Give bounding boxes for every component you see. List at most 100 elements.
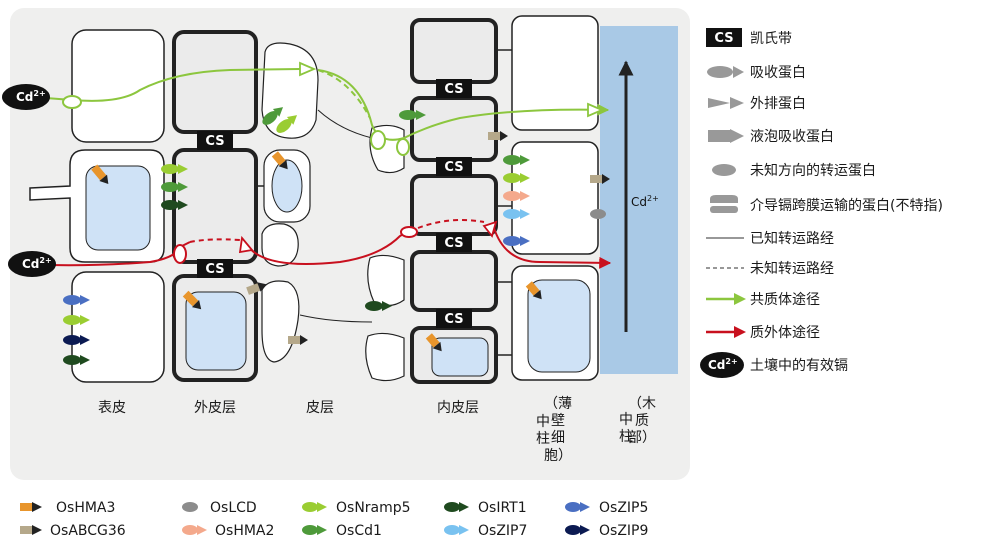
svg-text:壁: 壁 [551, 413, 565, 429]
endodermis-cell [410, 250, 498, 312]
svg-text:CS: CS [205, 262, 224, 277]
cortex-cell [261, 223, 299, 267]
transporters [63, 107, 610, 365]
legend-bottom: OsHMA3 OsLCD OsNramp5 OsIRT1 OsZIP5 OsAB… [20, 500, 648, 539]
cs-marker: CS [197, 131, 233, 150]
legend-cs: CS 凯氏带 [706, 28, 792, 47]
svg-text:细: 细 [551, 430, 565, 446]
svg-text:OsNramp5: OsNramp5 [336, 500, 411, 516]
legend-efflux: 外排蛋白 [708, 96, 806, 112]
oszip9-transporter-icon [63, 335, 90, 345]
legend-mediate: 介导镉跨膜运输的蛋白(不特指) [710, 195, 943, 214]
exodermis-cell [172, 30, 258, 134]
osabcg36-transporter-icon [288, 335, 308, 345]
legend-symplast: 共质体途径 [706, 291, 820, 308]
cortex-cell [367, 254, 405, 307]
svg-text:OsCd1: OsCd1 [336, 523, 382, 539]
legend-known-path: 已知转运路经 [706, 230, 834, 247]
legend-apoplast: 质外体途径 [706, 324, 820, 341]
svg-text:Cd2+: Cd2+ [16, 89, 46, 104]
svg-text:共质体途径: 共质体途径 [750, 291, 820, 308]
soil-cd-badge: Cd2+ [2, 84, 50, 110]
oshma3-transporter-icon [525, 281, 542, 300]
osnramp5-transporter-icon [503, 173, 530, 183]
legend-oszip9: OsZIP9 [565, 523, 648, 539]
osnramp5-transporter-icon [276, 115, 298, 133]
svg-text:OsZIP7: OsZIP7 [478, 523, 527, 539]
oszip5-transporter-icon [63, 295, 90, 305]
cortex-wall-line [317, 109, 373, 139]
legend-influx: 吸收蛋白 [707, 65, 806, 81]
legend-right: CS 凯氏带 吸收蛋白 外排蛋白 液泡吸收蛋白 未知方向的转运蛋白 介导镉跨膜运… [700, 28, 943, 378]
svg-text:胞）: 胞） [544, 448, 572, 464]
svg-text:CS: CS [444, 160, 463, 175]
svg-text:OsABCG36: OsABCG36 [50, 523, 126, 539]
svg-text:内皮层: 内皮层 [437, 400, 479, 416]
svg-text:（木: （木 [628, 396, 656, 412]
osabcg36-transporter-icon [488, 131, 508, 141]
legend-oshma3: OsHMA3 [20, 500, 115, 516]
osirt1-transporter-icon [161, 200, 188, 210]
svg-text:凯氏带: 凯氏带 [750, 31, 792, 47]
parenchyma-vacuole [527, 279, 591, 373]
osnramp5-transporter-icon [63, 315, 90, 325]
svg-text:CS: CS [444, 312, 463, 327]
oshma2-transporter-icon [503, 191, 530, 201]
legend-osirt1: OsIRT1 [444, 500, 527, 516]
xylem-cd-label: Cd2+ [631, 194, 659, 209]
svg-text:柱: 柱 [536, 431, 550, 447]
apoplast-pathway [47, 219, 612, 269]
svg-text:外皮层: 外皮层 [194, 400, 236, 416]
svg-text:表皮: 表皮 [98, 400, 126, 416]
cs-marker: CS [197, 259, 233, 278]
tissue-labels: 表皮 外皮层 皮层 内皮层 （薄 壁 中 柱 细 胞） （木 质 中 柱 部） [98, 396, 656, 464]
endodermis-vacuole [431, 337, 489, 377]
oscd1-transporter-icon [161, 182, 188, 192]
oscd1-transporter-icon [399, 110, 426, 120]
epidermis-label: 表皮 [98, 400, 126, 416]
cs-marker: CS [436, 79, 472, 98]
epidermis-cell [71, 271, 165, 383]
epidermis-vacuole [85, 165, 151, 251]
svg-text:CS: CS [205, 134, 224, 149]
svg-text:质外体途径: 质外体途径 [750, 324, 820, 341]
legend-unknown-path: 未知转运路经 [706, 260, 834, 277]
osabcg36-transporter-icon [246, 282, 267, 295]
casparian-strips: CS CS CS CS CS CS [197, 79, 472, 328]
symplast-pathway [45, 61, 610, 156]
svg-text:柱: 柱 [619, 429, 633, 445]
svg-text:未知转运路经: 未知转运路经 [750, 260, 834, 277]
legend-unknown-dir: 未知方向的转运蛋白 [712, 162, 876, 179]
svg-text:未知方向的转运蛋白: 未知方向的转运蛋白 [750, 162, 876, 179]
svg-text:质: 质 [635, 413, 649, 429]
legend-oscd1: OsCd1 [302, 523, 382, 539]
legend-oszip7: OsZIP7 [444, 523, 527, 539]
svg-text:中: 中 [619, 412, 633, 428]
svg-text:CS: CS [444, 82, 463, 97]
svg-text:液泡吸收蛋白: 液泡吸收蛋白 [750, 129, 834, 145]
legend-oszip5: OsZIP5 [565, 500, 648, 516]
svg-text:OsZIP9: OsZIP9 [599, 523, 648, 539]
oshma3-transporter-icon [91, 164, 109, 184]
svg-text:介导镉跨膜运输的蛋白(不特指): 介导镉跨膜运输的蛋白(不特指) [750, 198, 943, 214]
legend-oshma2: OsHMA2 [182, 523, 274, 539]
legend-vacuole: 液泡吸收蛋白 [708, 129, 834, 145]
svg-text:OsZIP5: OsZIP5 [599, 500, 648, 516]
svg-text:中: 中 [536, 414, 550, 430]
svg-text:外排蛋白: 外排蛋白 [750, 96, 806, 112]
parenchyma-cell [511, 15, 599, 131]
cs-marker: CS [436, 309, 472, 328]
legend-oslcd: OsLCD [182, 500, 257, 516]
oshma3-transporter-icon [425, 333, 442, 352]
cortex-label: 皮层 [306, 400, 334, 416]
oszip7-transporter-icon [503, 209, 530, 219]
exodermis-label: 外皮层 [194, 400, 236, 416]
osirt1-transporter-icon [63, 355, 90, 365]
svg-text:Cd2+: Cd2+ [708, 357, 738, 372]
oshma3-transporter-icon [271, 151, 288, 170]
cs-marker: CS [436, 157, 472, 176]
svg-text:土壤中的有效镉: 土壤中的有效镉 [750, 357, 848, 374]
endodermis-label: 内皮层 [437, 400, 479, 416]
svg-text:吸收蛋白: 吸收蛋白 [750, 65, 806, 81]
